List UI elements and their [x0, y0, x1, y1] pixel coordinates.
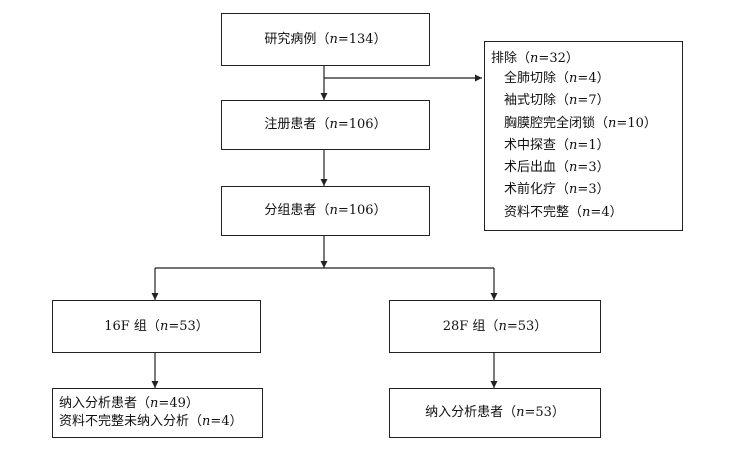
- registered-patients-text: 注册患者（n=106）: [264, 117, 387, 132]
- grouped-patients-text: 分组患者（n=106）: [264, 203, 387, 218]
- grouped-patients-box: 分组患者（n=106）: [221, 186, 430, 236]
- excluded-item-postop-bleeding: 术后出血（n=3）: [504, 160, 610, 176]
- excluded-item-preop-chemo: 术前化疗（n=3）: [504, 182, 610, 198]
- studied-cases-text: 研究病例（n=134）: [264, 31, 387, 47]
- excluded-item-pneumonectomy: 全肺切除（n=4）: [504, 70, 610, 86]
- analysis-16f-included: 纳入分析患者（n=49）: [59, 396, 199, 411]
- analysis-16f-box: 纳入分析患者（n=49） 资料不完整未纳入分析（n=4）: [52, 388, 263, 438]
- registered-patients-box: 注册患者（n=106）: [221, 100, 430, 150]
- group-28f-text: 28F 组（n=53）: [442, 318, 548, 334]
- analysis-28f-box: 纳入分析患者（n=53）: [389, 388, 601, 438]
- excluded-title: 排除（n=32）: [491, 50, 579, 66]
- group-16f-text: 16F 组（n=53）: [104, 318, 209, 334]
- excluded-box: 排除（n=32） 全肺切除（n=4） 袖式切除（n=7） 胸膜腔完全闭锁（n=1…: [484, 41, 683, 231]
- excluded-item-pleural-obliteration: 胸膜腔完全闭锁（n=10）: [504, 115, 657, 131]
- analysis-16f-not-included: 资料不完整未纳入分析（n=4）: [59, 414, 243, 429]
- excluded-item-exploration: 术中探查（n=1）: [504, 137, 610, 153]
- studied-cases-box: 研究病例（n=134）: [221, 13, 430, 66]
- group-28f-box: 28F 组（n=53）: [389, 300, 601, 353]
- analysis-28f-text: 纳入分析患者（n=53）: [425, 405, 565, 420]
- group-16f-box: 16F 组（n=53）: [52, 300, 261, 353]
- excluded-item-sleeve-resection: 袖式切除（n=7）: [504, 93, 610, 109]
- excluded-item-incomplete-data: 资料不完整（n=4）: [504, 204, 623, 220]
